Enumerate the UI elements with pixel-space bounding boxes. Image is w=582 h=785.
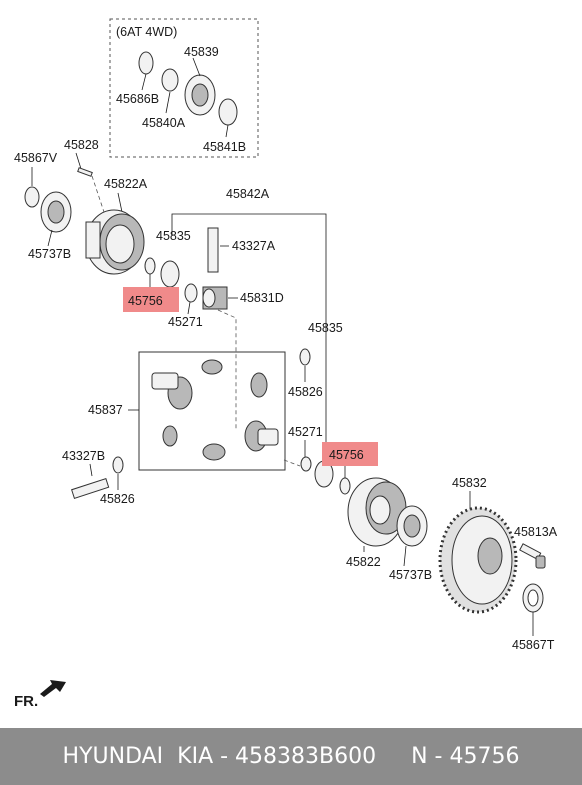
side-gear-right-shaft (257, 428, 279, 446)
label-45826-bottom: 45826 (100, 492, 135, 506)
label-45835-right: 45835 (308, 321, 343, 335)
label-45271-top: 45271 (168, 315, 203, 329)
washer-45826-bottom-part (112, 456, 124, 474)
diff-case-45822a-neck (85, 221, 101, 259)
front-arrow-icon (40, 680, 66, 697)
label-45686b: 45686B (116, 92, 159, 106)
shaft-43327b-part (71, 478, 110, 499)
pinion-gear-top-part (201, 359, 223, 375)
shim-45867v-part (24, 186, 40, 208)
label-45837: 45837 (88, 403, 123, 417)
label-45271-bottom: 45271 (288, 425, 323, 439)
label-45756-top: 45756 (128, 294, 163, 308)
label-43327a: 43327A (232, 239, 276, 253)
label-45832: 45832 (452, 476, 487, 490)
label-45737b-bottom: 45737B (389, 568, 432, 582)
diff-case-45822-hub (369, 495, 391, 525)
label-45867v: 45867V (14, 151, 58, 165)
label-45867t: 45867T (512, 638, 555, 652)
label-45831d: 45831D (240, 291, 284, 305)
label-45826-right: 45826 (288, 385, 323, 399)
thrust-washer-45835-top-part (160, 260, 180, 288)
bolt-45813a-head (535, 555, 546, 569)
pinion-gear-bottom-part (202, 443, 226, 461)
ring-45686b-part (138, 51, 154, 75)
variant-inset-box (109, 18, 259, 158)
label-45835-top: 45835 (156, 229, 191, 243)
pinion-gear-right-part (250, 372, 268, 398)
highlight-45756-top (123, 287, 179, 312)
side-gear-shaft (151, 372, 179, 390)
label-45822: 45822 (346, 555, 381, 569)
label-45822a: 45822A (104, 177, 148, 191)
label-45813a: 45813A (514, 525, 558, 539)
highlight-45756-bottom (322, 442, 378, 466)
label-45756-bottom: 45756 (329, 448, 364, 462)
bearing-45737b-bottom-bore (403, 514, 421, 538)
label-45737b-top: 45737B (28, 247, 71, 261)
bearing-45839-bore (191, 83, 209, 107)
label-45839: 45839 (184, 45, 219, 59)
shim-45867t-bore (527, 589, 539, 607)
exploded-parts-diagram: (6AT 4WD) 45839 45686B 45840A 45841B 458… (14, 18, 558, 710)
shaft-43327a-part (207, 227, 219, 273)
ring-gear-45832-bore (477, 537, 503, 575)
variant-note: (6AT 4WD) (116, 25, 177, 39)
pinion-gear-left-part (162, 425, 178, 447)
washer-45826-right-part (299, 348, 311, 366)
block-45831d-face (202, 288, 216, 308)
ring-45271-top-part (184, 283, 198, 303)
label-43327b: 43327B (62, 449, 105, 463)
gear-set-45837-box (138, 351, 286, 471)
ring-45756-top-part (144, 257, 156, 275)
direction-label: FR. (14, 693, 38, 710)
ring-45841b-part (218, 98, 238, 126)
pin-45828-part (77, 167, 93, 177)
label-45828: 45828 (64, 138, 99, 152)
label-45840a: 45840A (142, 116, 186, 130)
ring-45271-bottom-part (300, 456, 312, 472)
label-45841b: 45841B (203, 140, 246, 154)
diff-case-45822a-hub (105, 224, 135, 264)
ring-45756-bottom-part (339, 477, 351, 495)
label-45842a: 45842A (226, 187, 270, 201)
bearing-45737b-top-bore (47, 200, 65, 224)
part-number-footer: HYUNDAI KIA - 458383B600 N - 45756 (0, 728, 582, 785)
seal-45840a-part (161, 68, 179, 92)
footer-text: HYUNDAI KIA - 458383B600 N - 45756 (62, 744, 520, 769)
